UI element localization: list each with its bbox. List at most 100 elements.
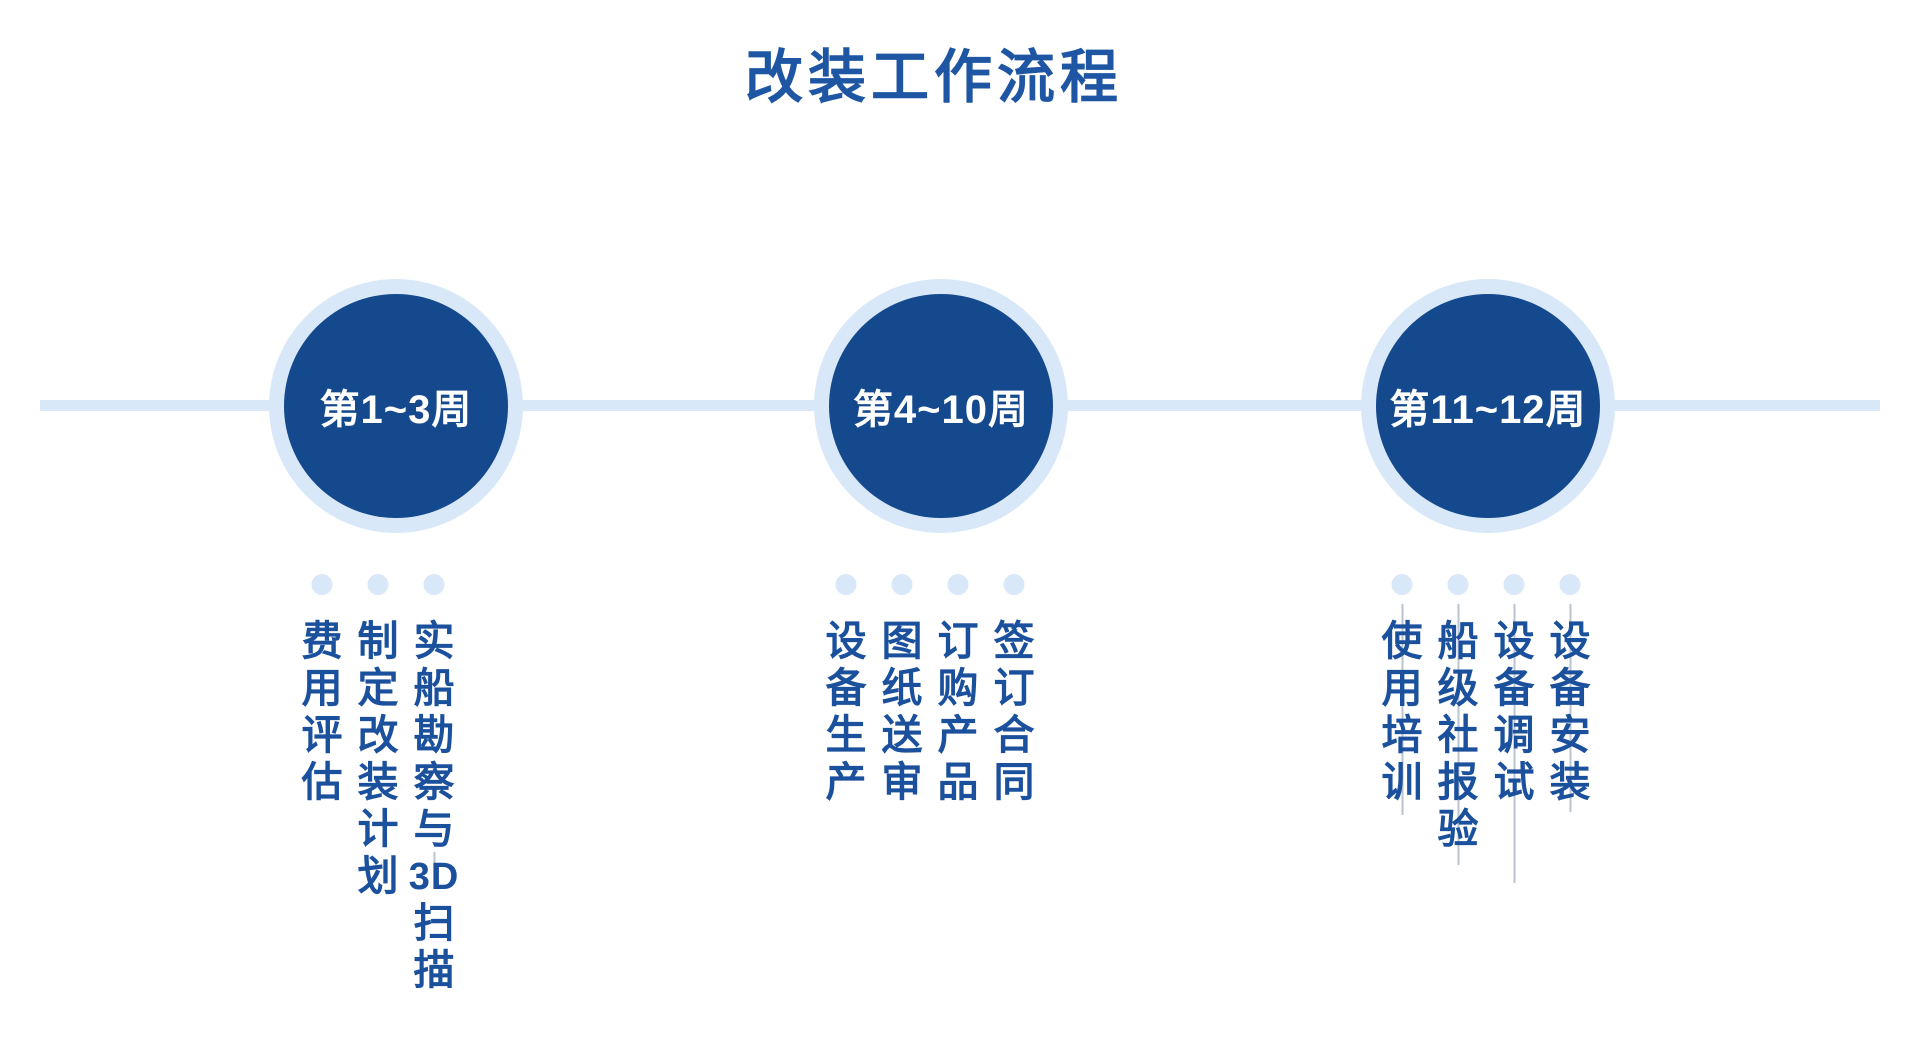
task-char: 评	[301, 712, 343, 758]
task-char: 用	[301, 665, 343, 711]
task-char: 装	[357, 759, 399, 805]
task-char: 报	[1437, 759, 1479, 805]
leader-line	[1513, 604, 1515, 883]
stage-circle: 第1~3周	[269, 279, 523, 533]
stage-circle-fill: 第1~3周	[284, 294, 508, 518]
task-char: 验	[1437, 806, 1479, 852]
task-char: 计	[357, 806, 399, 852]
progress-dot	[1559, 574, 1581, 595]
dot-cell	[411, 574, 458, 595]
task-char: 训	[1381, 759, 1423, 805]
task-label: 签订合同	[991, 618, 1038, 806]
dot-cell	[879, 574, 926, 595]
task-char: 描	[413, 947, 455, 993]
task-label: 图纸送审	[879, 618, 926, 806]
task-char: 纸	[881, 665, 923, 711]
task-char: 图	[881, 618, 923, 664]
task-char: 备	[825, 665, 867, 711]
dot-cell	[355, 574, 402, 595]
task-char: 级	[1437, 665, 1479, 711]
task-char: 合	[993, 712, 1035, 758]
dot-cell	[823, 574, 870, 595]
dots-row	[299, 574, 458, 595]
task-label: 订购产品	[935, 618, 982, 806]
task-char: 购	[937, 665, 979, 711]
task-char: 同	[993, 759, 1035, 805]
dot-cell	[935, 574, 982, 595]
stage-circle-fill: 第4~10周	[829, 294, 1053, 518]
task-char: 试	[1493, 759, 1535, 805]
dots-row	[823, 574, 1038, 595]
task-label: 设备生产	[823, 618, 870, 806]
task-label: 制定改装计划	[355, 618, 402, 994]
tasks-row: 设备生产图纸送审订购产品签订合同	[823, 618, 1038, 806]
progress-dot	[423, 574, 445, 595]
task-char: 划	[357, 853, 399, 899]
task-char: 品	[937, 759, 979, 805]
task-char: 备	[1549, 665, 1591, 711]
progress-dot	[891, 574, 913, 595]
task-char: 产	[937, 712, 979, 758]
progress-dot	[311, 574, 333, 595]
leader-line	[1457, 604, 1459, 865]
task-char: 生	[825, 712, 867, 758]
progress-dot	[947, 574, 969, 595]
dot-cell	[1491, 574, 1538, 595]
task-char: 订	[937, 618, 979, 664]
progress-dot	[1503, 574, 1525, 595]
stage-content: 使用培训船级社报验设备调试设备安装	[1379, 574, 1594, 883]
leader-line	[433, 852, 435, 878]
task-char: 社	[1437, 712, 1479, 758]
progress-dot	[1003, 574, 1025, 595]
progress-dot	[1447, 574, 1469, 595]
task-char: 审	[881, 759, 923, 805]
stage-label: 第11~12周	[1389, 388, 1587, 432]
dots-row	[1379, 574, 1594, 595]
dot-cell	[1435, 574, 1482, 595]
task-char: 察	[413, 759, 455, 805]
task-label: 设备调试	[1491, 604, 1538, 883]
task-char: 勘	[413, 712, 455, 758]
task-char: 调	[1493, 712, 1535, 758]
progress-dot	[367, 574, 389, 595]
task-label: 船级社报验	[1435, 604, 1482, 865]
leader-line	[1569, 604, 1571, 812]
task-char: 送	[881, 712, 923, 758]
task-char: 设	[1493, 618, 1535, 664]
task-char: 实	[413, 618, 455, 664]
leader-line	[1401, 604, 1403, 815]
page-title: 改装工作流程	[744, 45, 1124, 110]
stage-content: 设备生产图纸送审订购产品签订合同	[823, 574, 1038, 806]
tasks-row: 使用培训船级社报验设备调试设备安装	[1379, 604, 1594, 883]
task-char: 签	[993, 618, 1035, 664]
progress-dot	[1391, 574, 1413, 595]
task-char: 设	[825, 618, 867, 664]
stage-circle-fill: 第11~12周	[1376, 294, 1600, 518]
dot-cell	[991, 574, 1038, 595]
task-char: 使	[1381, 618, 1423, 664]
task-char: 安	[1549, 712, 1591, 758]
task-char: 船	[413, 665, 455, 711]
progress-dot	[835, 574, 857, 595]
task-char: 船	[1437, 618, 1479, 664]
task-char: 用	[1381, 665, 1423, 711]
task-char: 估	[301, 759, 343, 805]
dot-cell	[299, 574, 346, 595]
task-char: 制	[357, 618, 399, 664]
stage-label: 第1~3周	[319, 388, 473, 432]
task-label: 使用培训	[1379, 604, 1426, 853]
task-char: 培	[1381, 712, 1423, 758]
task-char: 产	[825, 759, 867, 805]
task-char: 订	[993, 665, 1035, 711]
dot-cell	[1379, 574, 1426, 595]
dot-cell	[1547, 574, 1594, 595]
task-label: 费用评估	[299, 618, 346, 994]
stage-circle: 第4~10周	[814, 279, 1068, 533]
task-char: 设	[1549, 618, 1591, 664]
task-char: 与	[413, 806, 455, 852]
task-char: 改	[357, 712, 399, 758]
